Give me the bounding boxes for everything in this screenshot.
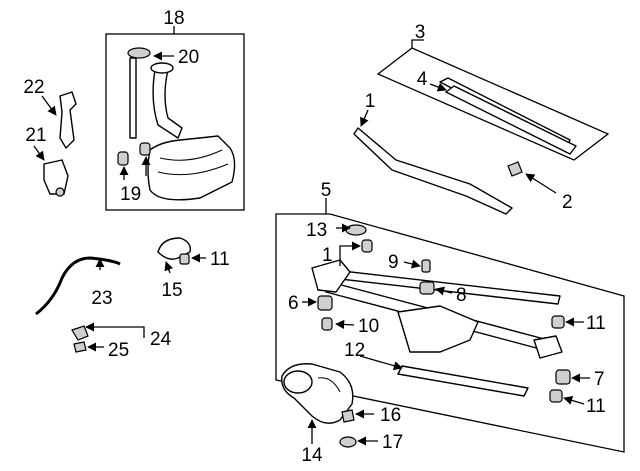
leader-12 bbox=[359, 355, 403, 371]
wiper-arm-1 bbox=[353, 127, 513, 215]
grommet-11-low bbox=[549, 389, 563, 403]
callout-12: 12 bbox=[344, 340, 365, 361]
grommet-11-upper bbox=[179, 253, 190, 265]
leader-22 bbox=[41, 95, 57, 116]
leader-3 bbox=[411, 39, 424, 48]
callout-11a: 11 bbox=[210, 249, 230, 270]
callout-18: 18 bbox=[163, 8, 184, 29]
callout-13: 13 bbox=[306, 220, 327, 241]
callout-23: 23 bbox=[91, 288, 112, 309]
blade-refill bbox=[445, 85, 577, 155]
blade-box bbox=[376, 47, 610, 161]
grommet-11-mid bbox=[551, 315, 565, 329]
washer-pump-a bbox=[117, 151, 129, 166]
cap-2 bbox=[507, 161, 523, 177]
hose-bracket-group bbox=[33, 91, 77, 197]
joint-24 bbox=[71, 325, 89, 341]
bushing-6 bbox=[317, 295, 333, 311]
callout-4: 4 bbox=[417, 69, 428, 90]
callout-8: 8 bbox=[456, 285, 467, 306]
wiper-motor-group bbox=[281, 363, 378, 448]
callout-15: 15 bbox=[161, 280, 182, 301]
wiper-linkage-group bbox=[275, 198, 625, 453]
nut-1 bbox=[361, 239, 373, 253]
leader-1a bbox=[360, 109, 369, 127]
washer-hose-group bbox=[35, 256, 145, 353]
leader-24 bbox=[85, 322, 145, 338]
filler-neck bbox=[152, 69, 183, 139]
wiper-arm-group bbox=[353, 109, 557, 215]
callout-24: 24 bbox=[150, 329, 172, 350]
nut-16 bbox=[341, 409, 355, 423]
callout-21: 21 bbox=[25, 125, 46, 146]
pivot-left bbox=[311, 259, 351, 293]
reservoir-tank bbox=[147, 135, 236, 201]
callout-6: 6 bbox=[288, 293, 299, 314]
grommet-10 bbox=[321, 317, 333, 331]
callout-19: 19 bbox=[120, 184, 141, 205]
callout-9: 9 bbox=[388, 252, 399, 273]
washer-17 bbox=[339, 436, 357, 448]
bushing-8 bbox=[419, 281, 435, 295]
callout-11b: 11 bbox=[586, 313, 606, 334]
callout-7: 7 bbox=[594, 369, 605, 390]
linkage-box bbox=[275, 213, 625, 453]
callout-3: 3 bbox=[415, 22, 426, 43]
pivot-right bbox=[533, 335, 563, 359]
linkage-bracket bbox=[397, 305, 479, 353]
leader-21 bbox=[33, 145, 45, 161]
callout-16: 16 bbox=[380, 405, 401, 426]
leader-15 bbox=[164, 261, 174, 274]
leader-9 bbox=[403, 259, 421, 269]
motor-can bbox=[283, 370, 313, 394]
callout-1a: 1 bbox=[365, 91, 376, 112]
callout-11c: 11 bbox=[586, 396, 606, 417]
leader-8 bbox=[435, 286, 453, 296]
joint-25 bbox=[73, 341, 87, 353]
leader-10 bbox=[335, 319, 355, 329]
link-rod-12 bbox=[397, 365, 529, 397]
rod-end-13 bbox=[345, 224, 367, 236]
callout-labels: 18 20 19 22 21 23 24 25 15 11 1 3 4 2 5 … bbox=[23, 8, 605, 466]
filler-cap bbox=[150, 62, 174, 74]
dip-tube bbox=[129, 57, 137, 139]
callout-22: 22 bbox=[23, 77, 44, 98]
leader-2 bbox=[525, 173, 557, 194]
callout-5: 5 bbox=[321, 180, 332, 201]
reservoir-cap-20 bbox=[127, 47, 151, 59]
callout-10: 10 bbox=[358, 316, 379, 337]
washer-pump-b bbox=[139, 142, 151, 156]
leader-1b bbox=[339, 241, 361, 266]
callout-17: 17 bbox=[382, 432, 403, 453]
bracket-22 bbox=[59, 91, 77, 149]
bracket-21 bbox=[43, 159, 69, 195]
bushing-7 bbox=[555, 369, 571, 385]
hose-23 bbox=[35, 256, 121, 316]
leader-11c bbox=[563, 395, 585, 405]
callout-2: 2 bbox=[562, 192, 573, 213]
callout-1b: 1 bbox=[322, 245, 333, 266]
wiper-blade-group bbox=[376, 39, 610, 161]
leader-4 bbox=[429, 82, 447, 92]
reservoir-box bbox=[105, 33, 245, 211]
callout-25: 25 bbox=[108, 340, 129, 361]
callout-14: 14 bbox=[301, 445, 323, 466]
nozzle-group bbox=[157, 237, 206, 274]
callout-20: 20 bbox=[178, 47, 199, 68]
bushing-9 bbox=[421, 259, 431, 273]
washer-reservoir-group bbox=[105, 26, 245, 211]
